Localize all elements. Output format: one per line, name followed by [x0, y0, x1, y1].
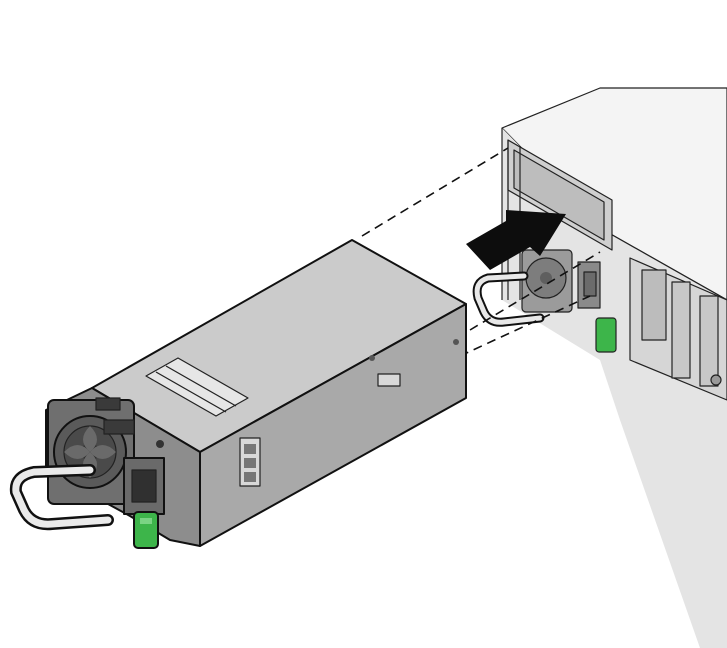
bay-psu-face: [521, 249, 601, 313]
power-supply-module: [9, 239, 467, 549]
led-icon: [156, 440, 164, 448]
release-latch-installed: [595, 317, 617, 353]
server-chassis-rear: [472, 87, 727, 648]
power-inlet: [123, 457, 165, 515]
insert-arrow: [466, 210, 566, 270]
alignment-guides: [361, 147, 601, 357]
fan-icon: [47, 399, 135, 505]
chassis-vent-panel: [629, 257, 727, 401]
psu-label-strip: [145, 357, 249, 417]
psu-side-slot: [377, 373, 401, 387]
psu-screw-icon: [369, 355, 375, 361]
release-latch: [133, 511, 159, 549]
psu-side-connectors: [239, 437, 261, 487]
chassis-screw-icon: [710, 374, 722, 386]
